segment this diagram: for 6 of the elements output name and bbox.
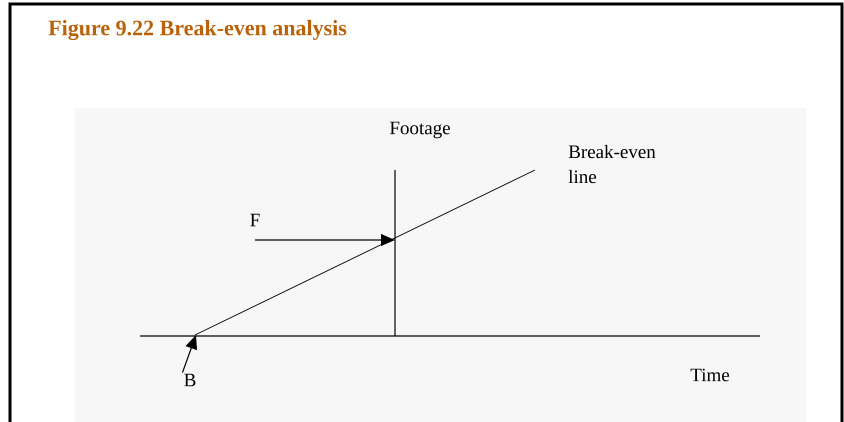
point-label: B bbox=[184, 374, 196, 386]
axis-label: Footage bbox=[390, 122, 450, 138]
axis-label: Break-even line bbox=[568, 144, 656, 184]
axis-label: Time bbox=[690, 368, 730, 382]
point-label: F bbox=[250, 214, 260, 226]
figure-title: Figure 9.22 Break-even analysis bbox=[48, 20, 346, 40]
